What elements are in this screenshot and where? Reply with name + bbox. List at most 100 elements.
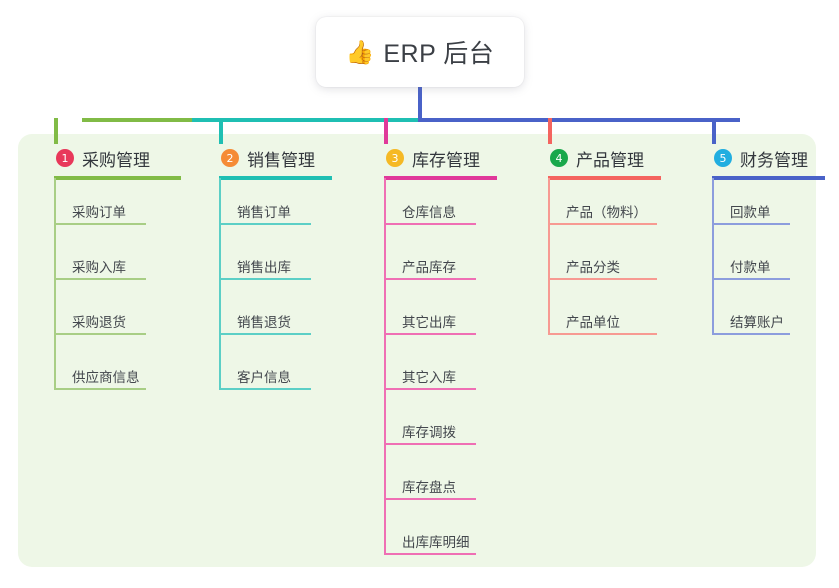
leaf-underline (54, 278, 146, 280)
branch-underline (384, 176, 497, 180)
branch-number-badge: 2 (221, 149, 239, 167)
leaf-underline (219, 333, 311, 335)
branch-column-4: 4 产品管理产品（物料） 产品分类产品单位 (530, 145, 661, 335)
branch-number-badge: 1 (56, 149, 74, 167)
root-title: ERP 后台 (383, 40, 495, 68)
leaf-underline (712, 278, 790, 280)
leaf-label: 产品分类 (566, 260, 620, 275)
branch-leaf-item[interactable]: 出库库明细 (384, 531, 476, 555)
branch-number-badge: 5 (714, 149, 732, 167)
branch-leaf-item[interactable]: 销售退货 (219, 311, 311, 335)
branch-header-2[interactable]: 2 销售管理 (201, 145, 315, 171)
branch-header-5[interactable]: 5 财务管理 (694, 145, 808, 171)
root-node[interactable]: 👍 ERP 后台 (316, 17, 524, 87)
leaf-underline (219, 223, 311, 225)
leaf-label: 产品单位 (566, 315, 620, 330)
branch-header-4[interactable]: 4 产品管理 (530, 145, 644, 171)
branch-leaf-item[interactable]: 回款单 (712, 201, 790, 225)
branch-title: 财务管理 (740, 150, 808, 170)
branch-number-badge: 3 (386, 149, 404, 167)
branch-leaf-item[interactable]: 库存盘点 (384, 476, 476, 500)
branch-spine (219, 178, 221, 390)
branch-drop-stem-5 (712, 118, 716, 144)
branch-column-1: 1 采购管理采购订单采购入库采购退货供应商信息 (36, 145, 181, 390)
branch-drop-stem-3 (384, 118, 388, 144)
branch-underline (219, 176, 332, 180)
branch-drop-stem-1 (54, 118, 58, 144)
branch-column-5: 5 财务管理回款单付款单结算账户 (694, 145, 825, 335)
branch-underline (54, 176, 181, 180)
leaf-label: 销售订单 (237, 205, 291, 220)
branch-leaf-item[interactable]: 采购退货 (54, 311, 146, 335)
branch-leaf-item[interactable]: 产品（物料） (548, 201, 657, 225)
branch-leaf-item[interactable]: 库存调拨 (384, 421, 476, 445)
bar-segment-teal (192, 118, 418, 122)
branch-spine (712, 178, 714, 335)
leaf-label: 仓库信息 (402, 205, 456, 220)
leaf-underline (54, 388, 146, 390)
leaf-label: 库存盘点 (402, 480, 456, 495)
branch-leaf-item[interactable]: 供应商信息 (54, 366, 146, 390)
branch-underline (712, 176, 825, 180)
leaf-label: 产品（物料） (566, 205, 647, 220)
branch-underline (548, 176, 661, 180)
branch-spine (548, 178, 550, 335)
leaf-label: 采购入库 (72, 260, 126, 275)
branch-spine (384, 178, 386, 555)
leaf-underline (54, 333, 146, 335)
branch-leaf-item[interactable]: 销售出库 (219, 256, 311, 280)
leaf-underline (548, 278, 657, 280)
branch-leaf-item[interactable]: 其它入库 (384, 366, 476, 390)
branch-leaf-item[interactable]: 产品库存 (384, 256, 476, 280)
branch-leaf-item[interactable]: 产品分类 (548, 256, 657, 280)
leaf-label: 其它入库 (402, 370, 456, 385)
branch-title: 采购管理 (82, 150, 150, 170)
leaf-label: 库存调拨 (402, 425, 456, 440)
leaf-label: 出库库明细 (402, 535, 470, 550)
leaf-label: 采购退货 (72, 315, 126, 330)
leaf-underline (384, 278, 476, 280)
leaf-underline (548, 223, 657, 225)
branch-leaf-item[interactable]: 采购入库 (54, 256, 146, 280)
branch-leaf-item[interactable]: 采购订单 (54, 201, 146, 225)
branch-spine (54, 178, 56, 390)
thumbs-up-emoji: 👍 (345, 38, 375, 65)
leaf-label: 采购订单 (72, 205, 126, 220)
leaf-label: 回款单 (730, 205, 771, 220)
leaf-underline (712, 223, 790, 225)
branch-column-2: 2 销售管理销售订单销售出库销售退货客户信息 (201, 145, 332, 390)
leaf-label: 客户信息 (237, 370, 291, 385)
branch-leaf-item[interactable]: 仓库信息 (384, 201, 476, 225)
leaf-label: 销售出库 (237, 260, 291, 275)
root-stem (418, 87, 422, 120)
leaf-label: 其它出库 (402, 315, 456, 330)
content-panel (18, 134, 816, 567)
branch-number-badge: 4 (550, 149, 568, 167)
leaf-label: 销售退货 (237, 315, 291, 330)
leaf-label: 付款单 (730, 260, 771, 275)
branch-leaf-item[interactable]: 付款单 (712, 256, 790, 280)
leaf-underline (384, 443, 476, 445)
leaf-underline (384, 388, 476, 390)
leaf-underline (384, 223, 476, 225)
branch-header-1[interactable]: 1 采购管理 (36, 145, 150, 171)
bar-segment-green (82, 118, 192, 122)
branch-title: 销售管理 (247, 150, 315, 170)
branch-leaf-item[interactable]: 产品单位 (548, 311, 657, 335)
branch-leaf-item[interactable]: 结算账户 (712, 311, 790, 335)
branch-drop-stem-2 (219, 118, 223, 144)
leaf-underline (54, 223, 146, 225)
branch-leaf-item[interactable]: 其它出库 (384, 311, 476, 335)
leaf-underline (384, 553, 476, 555)
bar-segment-blue (418, 118, 740, 122)
leaf-underline (712, 333, 790, 335)
branch-leaf-item[interactable]: 客户信息 (219, 366, 311, 390)
leaf-underline (384, 498, 476, 500)
branch-title: 产品管理 (576, 150, 644, 170)
leaf-underline (219, 278, 311, 280)
leaf-label: 结算账户 (730, 315, 784, 330)
branch-leaf-item[interactable]: 销售订单 (219, 201, 311, 225)
leaf-label: 供应商信息 (72, 370, 140, 385)
